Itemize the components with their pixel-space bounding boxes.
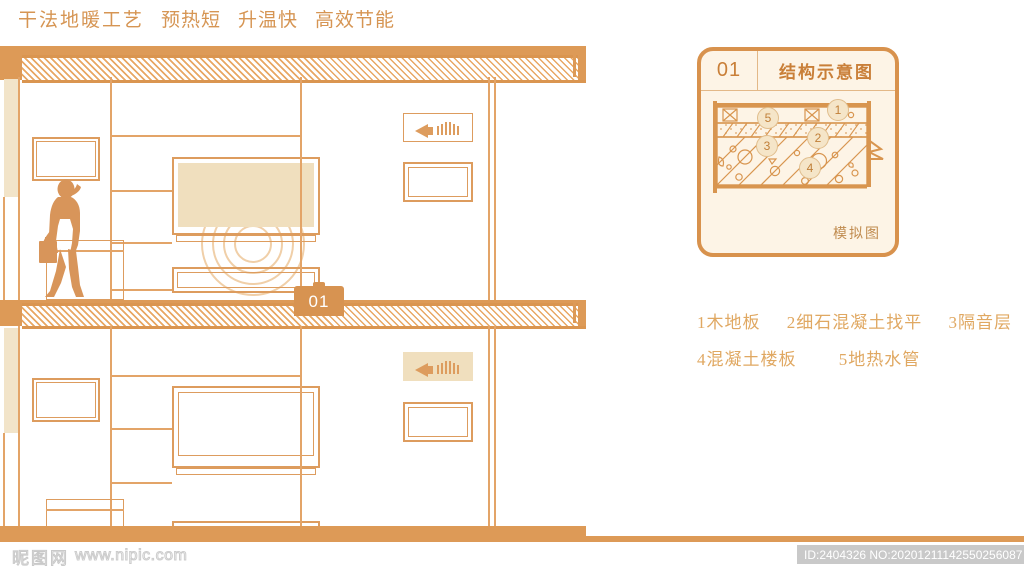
building-section-illustration: 01 [0, 46, 586, 536]
lower-curtain-edge [18, 326, 20, 529]
upper-speaker-panel [403, 113, 473, 142]
headline-segment-2: 预热短 [161, 9, 222, 31]
mid-slab-right-cap [578, 300, 586, 326]
lower-window-strip [4, 328, 18, 433]
legend-item-1: 1木地板 [697, 313, 761, 332]
upper-cabinet-left [46, 240, 124, 300]
callout-4[interactable]: 4 [799, 157, 821, 179]
legend-item-4: 4混凝土楼板 [697, 350, 797, 369]
headline-segment-4: 高效节能 [315, 9, 396, 31]
legend-item-2: 2细石混凝土找平 [786, 313, 923, 332]
lower-cabinet-left-top [46, 509, 124, 511]
lower-wall-frame-inner [36, 382, 96, 418]
lower-panel-line-1 [110, 375, 300, 377]
lower-right-wall-right [488, 326, 490, 529]
mid-slab-divider [573, 303, 576, 323]
lower-wall-frame-outer [32, 378, 100, 422]
lower-wall-edge-left [3, 433, 5, 529]
upper-window-strip [4, 79, 18, 197]
upper-panel-line-2 [110, 190, 172, 192]
upper-wall-frame-inner [36, 141, 96, 177]
lower-right-panel-outer [403, 402, 473, 442]
upper-console-inner [177, 272, 315, 288]
top-slab-right-cap [578, 46, 586, 80]
top-slab-left-cap [0, 46, 22, 80]
headline-segment-3: 升温快 [238, 9, 299, 31]
headline-segment-1: 干法地暖工艺 [18, 9, 145, 31]
legend-row-1: 1木地板 2细石混凝土找平 3隔音层 [697, 308, 1024, 333]
lower-console-outer [172, 521, 320, 529]
card-number: 01 [701, 51, 758, 90]
floor-structure-diagram [713, 101, 884, 193]
slab-divider-upper [573, 55, 576, 77]
image-id-text: ID:2404326 NO:20201211142550256087 [804, 547, 1023, 562]
lower-cabinet-left [46, 499, 124, 529]
mid-slab-left-cap [0, 300, 22, 326]
watermark: 昵图网 www.nipic.com [12, 544, 188, 569]
lower-room [0, 326, 586, 529]
page-headline: 干法地暖工艺 预热短 升温快 高效节能 [18, 2, 718, 34]
lower-tv-screen [178, 392, 314, 456]
upper-right-panel-outer [403, 162, 473, 202]
upper-tv-screen [178, 163, 314, 227]
lower-right-wall-right2 [494, 326, 496, 529]
upper-cabinet-left-top [46, 250, 124, 252]
legend-row-2: 4混凝土楼板 5地热水管 [697, 345, 1024, 370]
upper-right-wall-right [488, 77, 490, 300]
upper-right-panel-inner [408, 167, 468, 197]
badge-01-nub [313, 282, 325, 288]
callout-1[interactable]: 1 [827, 99, 849, 121]
upper-panel-line-4 [110, 289, 172, 291]
upper-curtain-edge [18, 77, 20, 300]
upper-tv-frame [172, 157, 320, 235]
upper-wall-edge-left [3, 197, 5, 300]
lower-right-panel-inner [408, 407, 468, 437]
ceiling-slab [22, 55, 586, 83]
upper-partition-wall [110, 77, 112, 300]
speaker-icon [415, 119, 463, 138]
watermark-logo-text: 昵图网 [12, 548, 69, 568]
badge-01[interactable]: 01 [294, 282, 344, 316]
upper-right-wall-left [300, 77, 302, 300]
badge-01-body: 01 [294, 286, 344, 316]
upper-tv-stand [176, 235, 316, 242]
structure-diagram-card[interactable]: 01 结构示意图 [697, 47, 899, 257]
lower-panel-line-2 [110, 428, 172, 430]
upper-panel-line-3 [110, 242, 172, 244]
bottom-slab [0, 526, 586, 536]
lower-right-wall-left [300, 326, 302, 529]
legend-item-5: 5地热水管 [838, 350, 921, 369]
callout-3[interactable]: 3 [756, 135, 778, 157]
top-slab-edge [0, 46, 586, 55]
lower-partition-wall [110, 326, 112, 529]
callout-5[interactable]: 5 [757, 107, 779, 129]
upper-console-outer [172, 267, 320, 293]
walking-person-silhouette [39, 179, 84, 297]
speaker-icon [415, 358, 463, 377]
footer-bar [0, 536, 1024, 542]
legend-item-3: 3隔音层 [948, 313, 1012, 332]
upper-right-wall-right2 [494, 77, 496, 300]
legend: 1木地板 2细石混凝土找平 3隔音层 4混凝土楼板 5地热水管 [697, 308, 1024, 382]
watermark-url: www.nipic.com [74, 547, 188, 565]
image-id-bar: ID:2404326 NO:20201211142550256087 [797, 545, 1024, 564]
upper-panel-line-1 [110, 135, 300, 137]
card-note: 模拟图 [833, 227, 881, 242]
lower-tv-stand [176, 468, 316, 475]
lower-panel-line-3 [110, 482, 172, 484]
card-header: 01 结构示意图 [701, 51, 895, 91]
badge-01-label: 01 [308, 291, 330, 311]
card-title: 结构示意图 [779, 63, 874, 82]
lower-tv-frame [172, 386, 320, 468]
callout-2[interactable]: 2 [807, 127, 829, 149]
